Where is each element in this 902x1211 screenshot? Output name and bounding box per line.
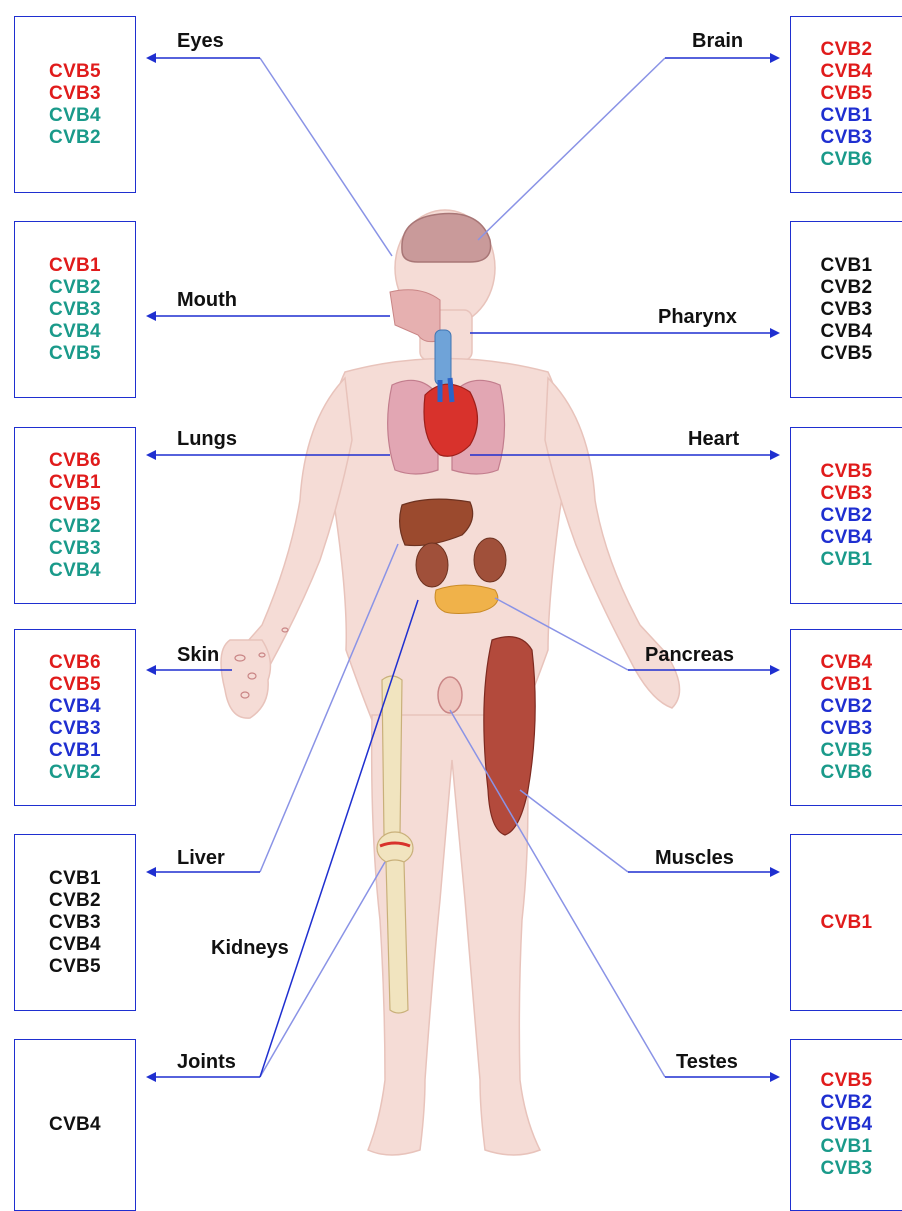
strain-pancreas-cvb2: CVB2 (821, 696, 873, 718)
strain-liver-cvb2: CVB2 (49, 890, 101, 912)
strain-testes-cvb5: CVB5 (821, 1070, 873, 1092)
strain-brain-cvb5: CVB5 (821, 83, 873, 105)
strain-pancreas-cvb3: CVB3 (821, 718, 873, 740)
strain-lungs-cvb6: CVB6 (49, 450, 101, 472)
strain-lungs-cvb3: CVB3 (49, 538, 101, 560)
connector-diagonal-joints (260, 862, 385, 1077)
organ-label-eyes: Eyes (177, 30, 224, 53)
strain-heart-cvb4: CVB4 (821, 527, 873, 549)
strain-skin-cvb1: CVB1 (49, 740, 101, 762)
strain-eyes-cvb2: CVB2 (49, 127, 101, 149)
strain-skin-cvb2: CVB2 (49, 762, 101, 784)
strain-skin-cvb4: CVB4 (49, 696, 101, 718)
strain-pancreas-cvb1: CVB1 (821, 674, 873, 696)
strain-muscles-cvb1: CVB1 (821, 912, 873, 934)
strain-mouth-cvb4: CVB4 (49, 321, 101, 343)
organ-label-pharynx: Pharynx (658, 306, 737, 329)
strain-brain-cvb4: CVB4 (821, 61, 873, 83)
organ-label-muscles: Muscles (655, 847, 734, 870)
strain-testes-cvb4: CVB4 (821, 1114, 873, 1136)
pharynx-shape (390, 290, 440, 342)
strain-pancreas-cvb6: CVB6 (821, 762, 873, 784)
strain-heart-cvb2: CVB2 (821, 505, 873, 527)
strain-testes-cvb1: CVB1 (821, 1136, 873, 1158)
organ-label-skin: Skin (177, 644, 219, 667)
organ-label-mouth: Mouth (177, 289, 237, 312)
strain-brain-cvb2: CVB2 (821, 39, 873, 61)
organ-label-liver: Liver (177, 847, 225, 870)
strain-box-testes: CVB5CVB2CVB4CVB1CVB3 (790, 1039, 902, 1211)
pancreas-shape (435, 585, 498, 614)
strain-liver-cvb1: CVB1 (49, 868, 101, 890)
organ-label-lungs: Lungs (177, 428, 237, 451)
kidney-right-shape (474, 538, 506, 582)
strain-skin-cvb5: CVB5 (49, 674, 101, 696)
organ-label-joints: Joints (177, 1051, 236, 1074)
connector-diagonal-eyes (260, 58, 392, 256)
organ-label-pancreas: Pancreas (645, 644, 734, 667)
trachea-shape (435, 330, 451, 385)
strain-pharynx-cvb3: CVB3 (821, 299, 873, 321)
strain-joints-cvb4: CVB4 (49, 1114, 101, 1136)
strain-testes-cvb2: CVB2 (821, 1092, 873, 1114)
strain-lungs-cvb4: CVB4 (49, 560, 101, 582)
kidney-left-shape (416, 543, 448, 587)
strain-pharynx-cvb2: CVB2 (821, 277, 873, 299)
strain-heart-cvb1: CVB1 (821, 549, 873, 571)
tibia-shape (386, 860, 408, 1013)
strain-liver-cvb5: CVB5 (49, 956, 101, 978)
testes-shape (438, 677, 462, 713)
strain-lungs-cvb5: CVB5 (49, 494, 101, 516)
organ-label-heart: Heart (688, 428, 739, 451)
strain-brain-cvb3: CVB3 (821, 127, 873, 149)
strain-brain-cvb1: CVB1 (821, 105, 873, 127)
strain-mouth-cvb5: CVB5 (49, 343, 101, 365)
strain-mouth-cvb3: CVB3 (49, 299, 101, 321)
strain-liver-cvb4: CVB4 (49, 934, 101, 956)
strain-mouth-cvb1: CVB1 (49, 255, 101, 277)
strain-pharynx-cvb1: CVB1 (821, 255, 873, 277)
strain-box-muscles: CVB1 (790, 834, 902, 1011)
connector-diagonal-muscles (520, 790, 628, 872)
strain-heart-cvb5: CVB5 (821, 461, 873, 483)
strain-box-joints: CVB4 (14, 1039, 136, 1211)
strain-eyes-cvb4: CVB4 (49, 105, 101, 127)
strain-testes-cvb3: CVB3 (821, 1158, 873, 1180)
strain-lungs-cvb1: CVB1 (49, 472, 101, 494)
organ-label-brain: Brain (692, 30, 743, 53)
strain-eyes-cvb5: CVB5 (49, 61, 101, 83)
strain-mouth-cvb2: CVB2 (49, 277, 101, 299)
strain-liver-cvb3: CVB3 (49, 912, 101, 934)
strain-pancreas-cvb5: CVB5 (821, 740, 873, 762)
brain-shape (402, 214, 491, 262)
strain-brain-cvb6: CVB6 (821, 149, 873, 171)
strain-heart-cvb3: CVB3 (821, 483, 873, 505)
organ-label-kidneys: Kidneys (211, 937, 289, 960)
strain-eyes-cvb3: CVB3 (49, 83, 101, 105)
strain-pancreas-cvb4: CVB4 (821, 652, 873, 674)
strain-pharynx-cvb4: CVB4 (821, 321, 873, 343)
strain-skin-cvb6: CVB6 (49, 652, 101, 674)
connector-diagonal-brain (478, 58, 665, 240)
strain-lungs-cvb2: CVB2 (49, 516, 101, 538)
organ-label-testes: Testes (676, 1051, 738, 1074)
strain-pharynx-cvb5: CVB5 (821, 343, 873, 365)
strain-skin-cvb3: CVB3 (49, 718, 101, 740)
knee-shape (377, 832, 413, 864)
